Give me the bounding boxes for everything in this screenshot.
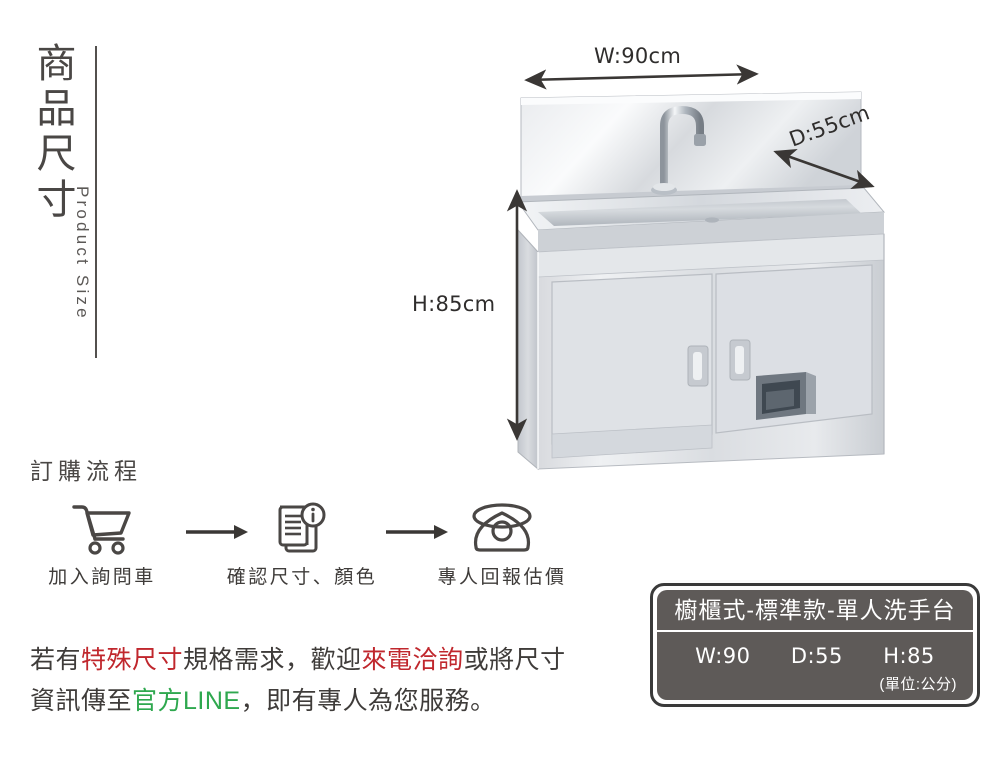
order-step-label: 專人回報估價 <box>437 567 567 588</box>
door-handle-right <box>729 339 751 381</box>
spec-plate-body: W:90 D:55 H:85 (單位:公分) <box>657 632 973 700</box>
page-title-char-3: 尺 <box>36 132 78 177</box>
page-subtitle: Product Size <box>73 186 92 321</box>
note-highlight-official-line: 官方LINE <box>132 686 241 715</box>
shopping-cart-icon <box>22 498 182 558</box>
order-step-confirm-spec: 確認尺寸、顏色 <box>222 498 382 589</box>
telephone-icon <box>422 498 582 558</box>
note-text: 資訊傳至 <box>30 686 133 715</box>
document-info-icon <box>222 498 382 558</box>
arrow-right-icon <box>382 522 452 542</box>
spec-value-height: H:85 <box>883 644 935 668</box>
spec-value-width: W:90 <box>695 644 751 668</box>
order-flow-steps: 加入詢問車 <box>22 498 622 594</box>
order-step-quote-reply: 專人回報估價 <box>422 498 582 589</box>
page-title-char-4: 寸 <box>36 177 78 222</box>
note-text: 或將尺寸 <box>463 646 566 674</box>
arrow-right-icon <box>182 522 252 542</box>
product-image <box>516 84 886 474</box>
faucet-graphic <box>651 105 706 195</box>
note-highlight-call-us: 來電洽詢 <box>361 646 464 674</box>
width-arrow <box>524 64 759 90</box>
note-text: ，即有專人為您服務。 <box>240 686 496 715</box>
page-title-char-1: 商 <box>36 42 78 86</box>
order-step-label: 加入詢問車 <box>48 567 156 588</box>
spec-plate-title: 櫥櫃式-標準款-單人洗手台 <box>657 590 973 632</box>
order-step-add-to-cart: 加入詢問車 <box>22 498 182 589</box>
spec-plate-dimensions: W:90 D:55 H:85 <box>657 632 973 668</box>
page-title: 商 品 尺 寸 <box>28 42 86 223</box>
spec-plate: 櫥櫃式-標準款-單人洗手台 W:90 D:55 H:85 (單位:公分) <box>650 583 980 707</box>
note-line-2: 資訊傳至官方LINE，即有專人為您服務。 <box>30 681 630 722</box>
page-title-char-2: 品 <box>36 87 78 132</box>
note-line-1: 若有特殊尺寸規格需求，歡迎來電洽詢或將尺寸 <box>30 640 630 681</box>
note-highlight-special-size: 特殊尺寸 <box>81 646 184 674</box>
height-dimension-label: H:85cm <box>412 292 496 316</box>
spec-plate-unit-note: (單位:公分) <box>879 676 957 693</box>
spec-plate-inner: 櫥櫃式-標準款-單人洗手台 W:90 D:55 H:85 (單位:公分) <box>657 590 973 700</box>
door-handle-left <box>687 345 709 387</box>
header-divider <box>95 46 97 358</box>
custom-size-note: 若有特殊尺寸規格需求，歡迎來電洽詢或將尺寸 資訊傳至官方LINE，即有專人為您服… <box>30 640 630 721</box>
order-step-label: 確認尺寸、顏色 <box>226 567 378 588</box>
spec-value-depth: D:55 <box>790 644 843 668</box>
note-text: 若有 <box>30 646 82 674</box>
order-flow-title: 訂購流程 <box>30 458 142 484</box>
width-dimension-label: W:90cm <box>594 44 682 68</box>
note-text: 規格需求，歡迎 <box>183 646 362 674</box>
